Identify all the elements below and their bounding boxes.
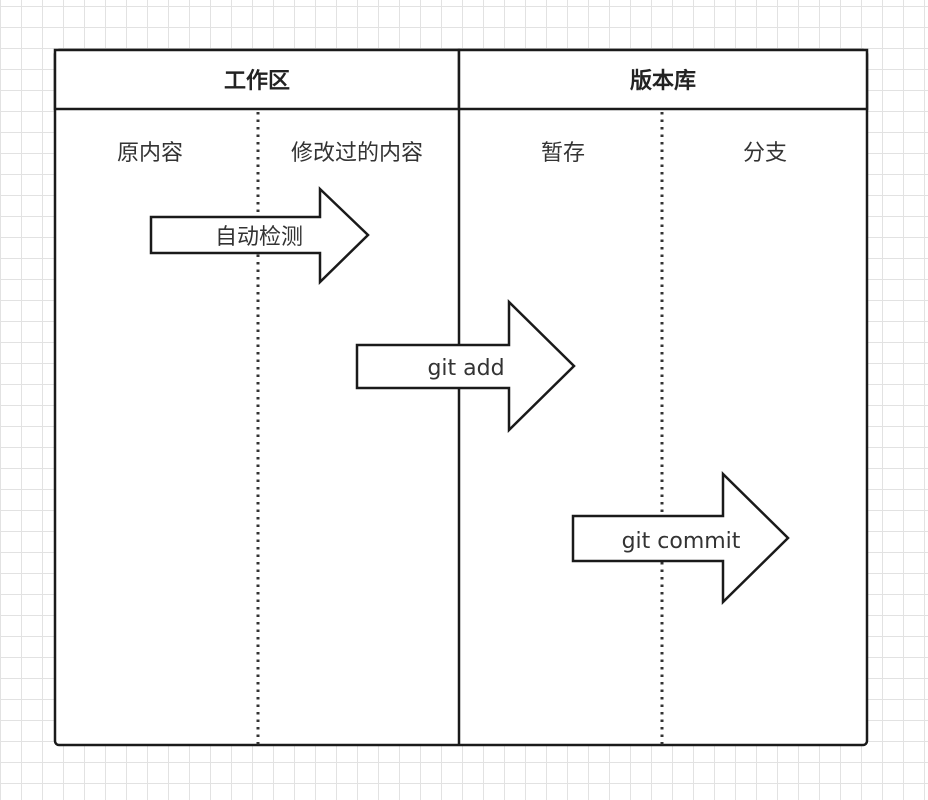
column-staging: 暂存 [541, 141, 585, 166]
auto-detect-label: 自动检测 [215, 225, 303, 250]
column-modified-content: 修改过的内容 [291, 141, 423, 166]
git-commit-label: git commit [622, 529, 741, 554]
repository-title: 版本库 [630, 69, 696, 94]
workspace-title: 工作区 [224, 69, 290, 94]
column-original-content: 原内容 [117, 141, 183, 166]
git-commit-arrow [571, 471, 790, 605]
git-add-arrow [355, 299, 576, 433]
git-add-label: git add [427, 356, 504, 381]
repository-header [457, 48, 869, 111]
column-branch: 分支 [743, 141, 787, 166]
auto-detect-arrow [149, 186, 370, 285]
workspace-header [53, 48, 461, 111]
